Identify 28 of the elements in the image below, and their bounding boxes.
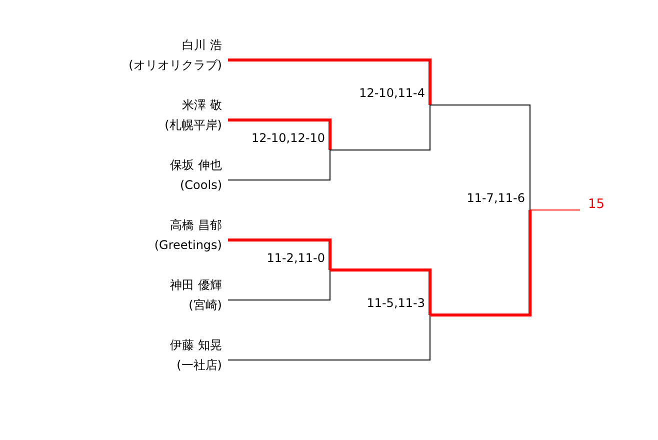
club-name: (Cools) [180,177,222,194]
bracket-line [228,314,430,360]
bracket-line [330,268,432,315]
match-score: 11-2,11-0 [266,251,325,265]
bracket-line [430,104,530,210]
match-score: 11-5,11-3 [366,296,425,310]
bracket-line [228,58,432,105]
bracket-line [228,238,332,270]
club-name: (宮崎) [188,297,222,314]
player-name: 伊藤 知晃 [170,337,222,354]
club-name: (オリオリクラブ) [128,57,222,74]
player-name: 保坂 伸也 [170,157,222,174]
bracket-line [430,210,532,316]
match-score: 12-10,12-10 [251,131,325,145]
final-score: 15 [588,197,605,212]
player-name: 神田 優輝 [170,277,222,294]
bracket-line [330,104,430,150]
bracket-line [228,150,330,180]
match-score: 12-10,11-4 [359,86,425,100]
club-name: (Greetings) [154,237,222,254]
player-name: 米澤 敬 [182,97,222,114]
bracket-line [228,270,330,300]
club-name: (札幌平岸) [164,117,222,134]
club-name: (一社店) [176,357,222,374]
match-score: 11-7,11-6 [466,191,525,205]
player-name: 白川 浩 [182,37,222,54]
player-name: 高橋 昌郁 [170,217,222,234]
bracket-line [228,118,332,150]
